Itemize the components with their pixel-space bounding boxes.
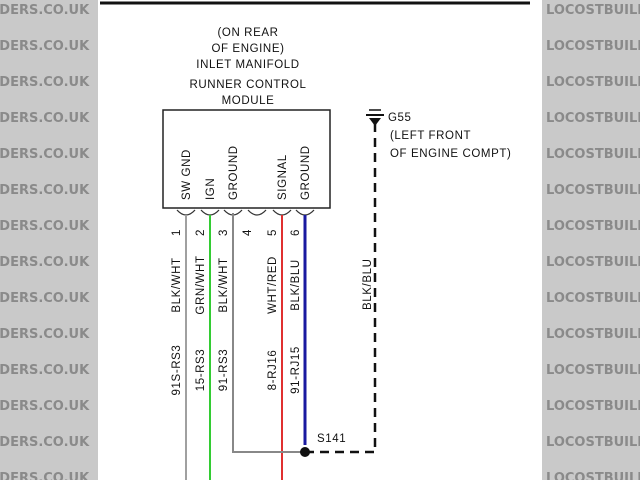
pin-function-label: SW GND — [181, 149, 193, 200]
module-box — [162, 109, 331, 209]
wire-color-code: GRN/WHT — [195, 255, 207, 314]
pin-number: 2 — [195, 229, 207, 236]
ground-wire-color-code: BLK/BLU — [362, 258, 374, 310]
pin-function-label: GROUND — [300, 145, 312, 200]
wire-pin3-return — [232, 213, 305, 453]
ground-location-line-2: OF ENGINE COMPT) — [390, 148, 511, 160]
pin-number: 4 — [242, 229, 254, 236]
module-title: (ON REAR OF ENGINE) INLET MANIFOLD RUNNER C… — [189, 27, 306, 107]
module-title-line: MODULE — [222, 95, 275, 107]
module-title-line: RUNNER CONTROL — [189, 79, 306, 91]
ground-label: G55 — [388, 112, 412, 124]
splice-label: S141 — [317, 433, 346, 445]
ground-wire-dashed — [305, 122, 377, 454]
wire-circuit-id: 91-RJ15 — [290, 346, 302, 394]
wire-color-code: BLK/WHT — [171, 257, 183, 312]
wire-circuit-id: 8-RJ16 — [267, 350, 279, 391]
wire-circuit-id: 91S-RS3 — [171, 345, 183, 396]
ground-symbol-icon — [366, 109, 384, 126]
wire-circuit-id: 15-RS3 — [195, 349, 207, 392]
pin-function-label: SIGNAL — [277, 154, 289, 200]
module-title-line: (ON REAR — [217, 27, 278, 39]
pin-function-label: IGN — [205, 178, 217, 200]
diagram-page — [98, 0, 542, 480]
splice-dot — [300, 447, 310, 457]
pin-function-label: GROUND — [228, 145, 240, 200]
wire-color-code: WHT/RED — [267, 256, 279, 314]
pin-number: 6 — [290, 229, 302, 236]
module-title-line: OF ENGINE) — [211, 43, 284, 55]
wire-circuit-id: 91-RS3 — [218, 349, 230, 392]
connector-terminal-icon — [247, 209, 267, 216]
ground-location-line-1: (LEFT FRONT — [390, 130, 471, 142]
wire-color-code: BLK/WHT — [218, 257, 230, 312]
pin-number: 5 — [267, 229, 279, 236]
wire-color-code: BLK/BLU — [290, 259, 302, 311]
pin-number: 1 — [171, 229, 183, 236]
pin-number: 3 — [218, 229, 230, 236]
module-title-line: INLET MANIFOLD — [196, 59, 299, 71]
